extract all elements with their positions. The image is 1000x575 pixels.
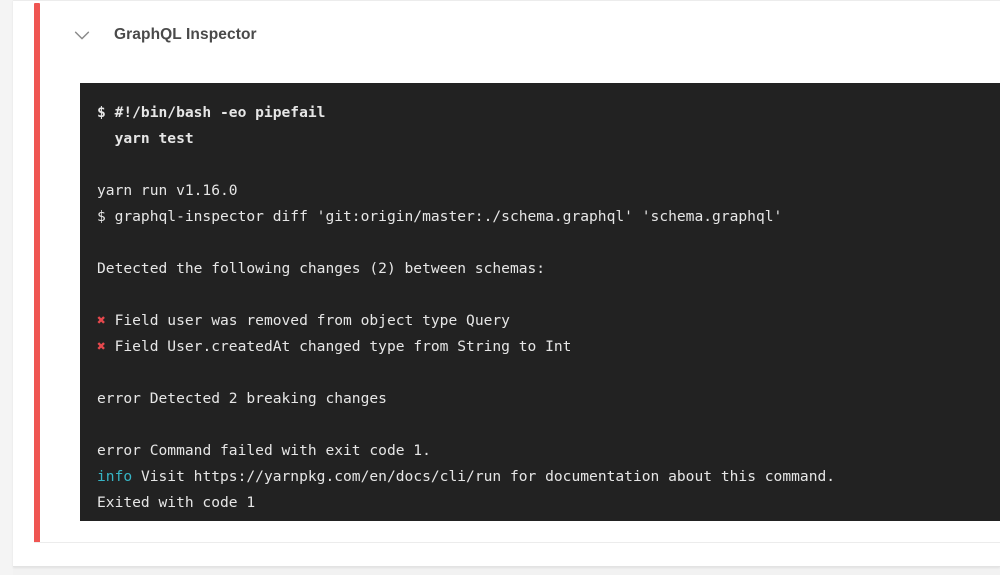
terminal-token-plain: Field User.createdAt changed type from S…	[105, 338, 572, 355]
terminal-token-mark: ✖	[97, 338, 106, 355]
card-bottom-edge	[13, 566, 1000, 567]
terminal-token-plain	[97, 286, 106, 303]
terminal-line-change-2: ✖ Field User.createdAt changed type from…	[97, 334, 1000, 360]
page-left-gutter	[0, 0, 13, 575]
terminal-token-plain: $ graphql-inspector diff 'git:origin/mas…	[97, 208, 783, 225]
chevron-down-icon[interactable]	[68, 21, 96, 49]
build-step-card: GraphQL Inspector $ #!/bin/bash -eo pipe…	[13, 0, 1000, 567]
terminal-line-spacer-2	[97, 230, 1000, 256]
terminal-token-plain: yarn test	[97, 130, 194, 147]
terminal-line-spacer-5	[97, 412, 1000, 438]
status-accent-bar	[34, 3, 40, 543]
terminal-line-cmd-inspector-diff: $ graphql-inspector diff 'git:origin/mas…	[97, 204, 1000, 230]
terminal-line-cmd-yarn-test: yarn test	[97, 126, 1000, 152]
terminal-line-cmd-shebang: $ #!/bin/bash -eo pipefail	[97, 100, 1000, 126]
card-footer-divider	[34, 542, 1000, 543]
terminal-token-error: error	[97, 390, 141, 407]
terminal-token-info: info	[97, 468, 133, 485]
terminal-line-spacer-1	[97, 152, 1000, 178]
terminal-line-exit-status: Exited with code 1	[97, 490, 1000, 516]
terminal-line-error-command-failed: error Command failed with exit code 1.	[97, 438, 1000, 464]
terminal-token-plain: Exited with code 1	[97, 494, 256, 511]
terminal-line-spacer-4	[97, 360, 1000, 386]
terminal-log-lines: $ #!/bin/bash -eo pipefail yarn test yar…	[97, 100, 1000, 516]
terminal-token-plain: Visit https://yarnpkg.com/en/docs/cli/ru…	[132, 468, 836, 485]
terminal-token-mark: ✖	[97, 312, 106, 329]
terminal-token-plain	[97, 234, 106, 251]
terminal-token-plain	[97, 416, 106, 433]
terminal-line-error-breaking: error Detected 2 breaking changes	[97, 386, 1000, 412]
terminal-line-info-visit-docs: info Visit https://yarnpkg.com/en/docs/c…	[97, 464, 1000, 490]
terminal-token-plain: Command failed with exit code 1.	[140, 442, 431, 459]
terminal-token-plain: Detected 2 breaking changes	[140, 390, 387, 407]
terminal-token-plain	[97, 364, 106, 381]
terminal-line-spacer-3	[97, 282, 1000, 308]
terminal-token-plain: $ #!/bin/bash -eo pipefail	[97, 104, 326, 121]
build-step-header[interactable]: GraphQL Inspector	[53, 1, 1000, 69]
terminal-line-change-1: ✖ Field user was removed from object typ…	[97, 308, 1000, 334]
terminal-token-plain: yarn run v1.16.0	[97, 182, 238, 199]
build-step-title: GraphQL Inspector	[114, 26, 257, 43]
terminal-line-yarn-version: yarn run v1.16.0	[97, 178, 1000, 204]
terminal-token-plain	[97, 156, 106, 173]
terminal-line-detected-summary: Detected the following changes (2) betwe…	[97, 256, 1000, 282]
terminal-token-plain: Detected the following changes (2) betwe…	[97, 260, 546, 277]
terminal-log-output[interactable]: $ #!/bin/bash -eo pipefail yarn test yar…	[80, 83, 1000, 521]
terminal-token-error: error	[97, 442, 141, 459]
terminal-token-plain: Field user was removed from object type …	[105, 312, 510, 329]
